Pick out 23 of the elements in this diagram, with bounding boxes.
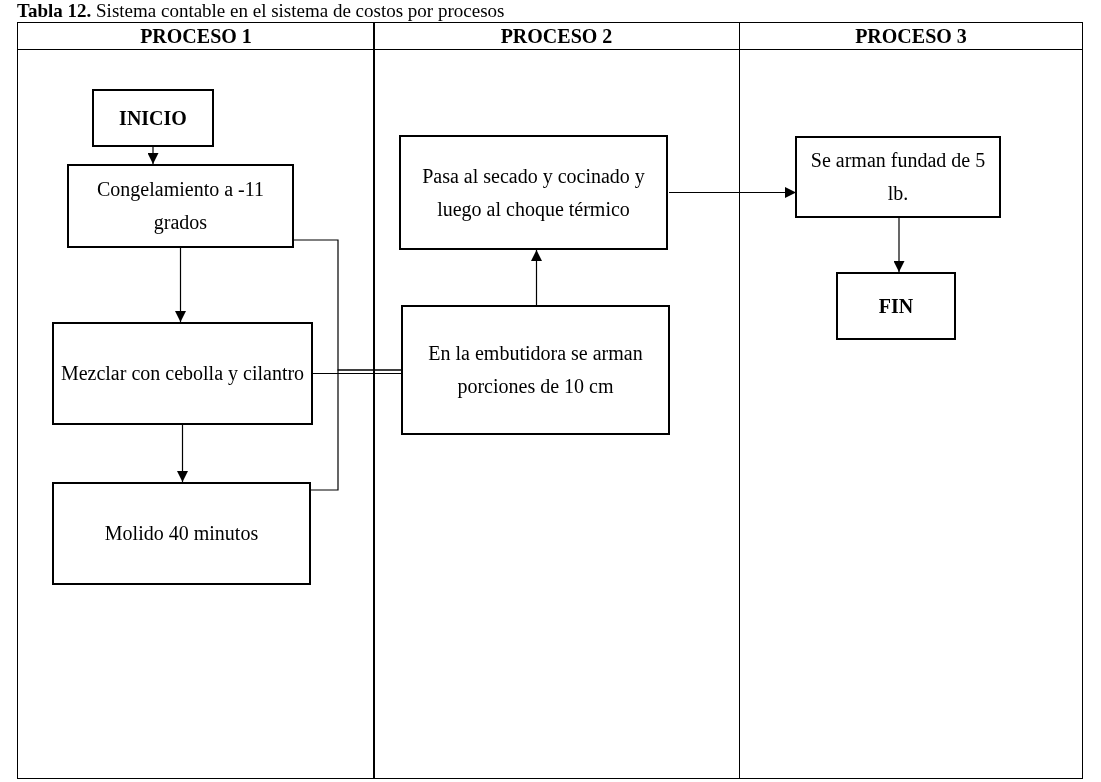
process-box: Se arman fundad de 5 lb. <box>795 136 1001 218</box>
process-box: Congelamiento a -11 grados <box>67 164 294 248</box>
lane-header: PROCESO 1 <box>140 25 252 47</box>
arrow <box>177 424 188 483</box>
connector-line <box>312 372 403 375</box>
swimlane <box>373 22 740 779</box>
arrow <box>175 247 186 323</box>
terminal-box: INICIO <box>92 89 214 147</box>
arrow <box>893 217 905 273</box>
process-box: En la embutidora se arman porciones de 10 cm <box>401 305 670 435</box>
process-box: Pasa al secado y cocinado y luego al choque térmico <box>399 135 668 250</box>
lane-header: PROCESO 2 <box>500 25 613 47</box>
swimlane <box>739 22 1083 779</box>
arrow <box>147 146 159 165</box>
arrow <box>668 187 797 198</box>
lane-header: PROCESO 3 <box>855 25 967 47</box>
terminal-box: FIN <box>836 272 956 340</box>
process-box: Mezclar con cebolla y cilantro <box>52 322 313 425</box>
arrow <box>531 249 542 306</box>
process-box: Molido 40 minutos <box>52 482 311 585</box>
connector-line <box>310 369 403 491</box>
swimlane <box>17 22 375 779</box>
table-title: Tabla 12. Sistema contable en el sistema de costos por procesos <box>17 0 505 22</box>
